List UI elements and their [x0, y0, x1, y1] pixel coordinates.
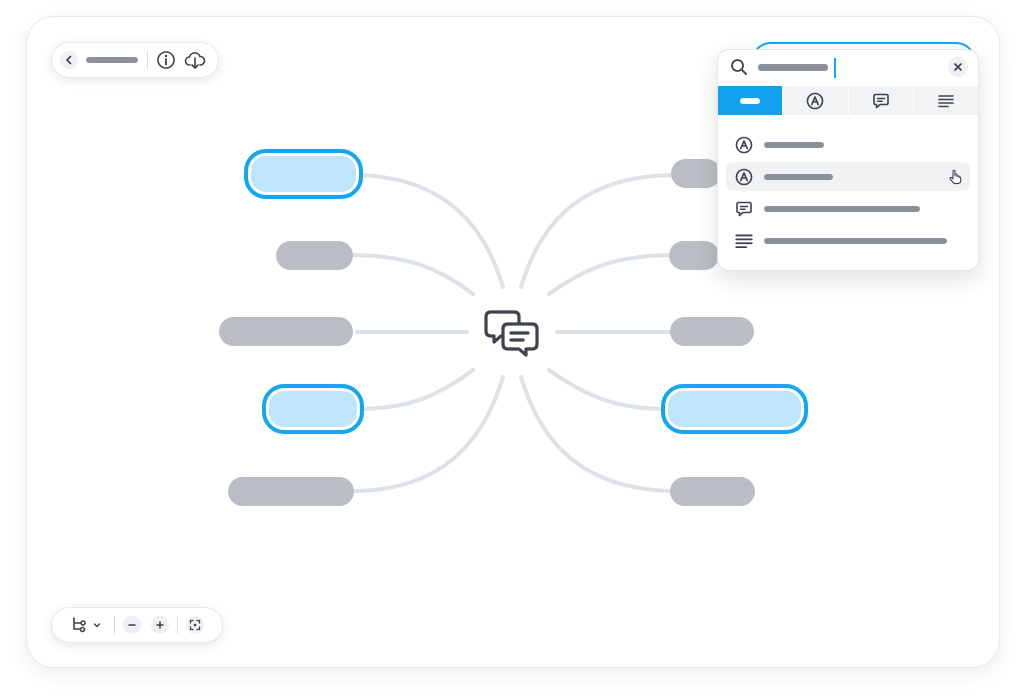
search-result[interactable] — [726, 226, 970, 255]
mindmap-connectors — [345, 173, 679, 493]
connector-left-2 — [345, 253, 475, 296]
paragraph-icon — [734, 232, 754, 250]
chat-bubbles-icon[interactable] — [481, 304, 541, 364]
top-toolbar — [51, 42, 219, 78]
hand-pointer-icon — [948, 169, 962, 190]
paragraph-icon — [938, 94, 954, 107]
layout-button[interactable] — [70, 616, 88, 634]
zoom-in-button[interactable] — [151, 616, 169, 634]
mindmap-node-right-1[interactable] — [671, 159, 721, 188]
comment-icon — [872, 93, 889, 108]
mindmap-node-right-5[interactable] — [670, 477, 755, 506]
all-icon — [740, 97, 761, 104]
search-row — [718, 50, 978, 85]
connector-right-5 — [519, 375, 679, 493]
search-query-placeholder — [758, 64, 828, 71]
mindmap-node-left-2[interactable] — [276, 241, 353, 270]
cloud-download-icon — [184, 52, 206, 69]
info-button[interactable] — [156, 50, 176, 70]
comment-icon — [734, 199, 754, 219]
connector-right-4 — [547, 368, 669, 411]
connector-left-1 — [355, 173, 505, 289]
download-button[interactable] — [184, 50, 206, 70]
mindmap-node-right-3[interactable] — [670, 317, 754, 346]
close-search-button[interactable] — [948, 57, 968, 77]
search-result[interactable] — [726, 194, 970, 223]
search-filter-tabs — [718, 86, 978, 115]
toolbar-divider — [177, 616, 178, 634]
mindmap-canvas[interactable] — [27, 17, 999, 667]
mindmap-node-left-4[interactable] — [262, 384, 364, 434]
tab-all[interactable] — [718, 86, 784, 115]
search-result[interactable] — [726, 130, 970, 159]
tree-layout-icon — [73, 617, 86, 633]
search-popup — [717, 49, 979, 271]
connector-right-2 — [547, 253, 679, 296]
bottom-toolbar — [51, 607, 223, 643]
chevron-down-icon — [93, 623, 101, 628]
mindmap-node-left-5[interactable] — [228, 477, 354, 506]
connector-right-1 — [519, 173, 679, 289]
search-result[interactable] — [726, 162, 970, 191]
mindmap-node-right-2[interactable] — [669, 241, 719, 270]
text-circle-icon — [734, 167, 754, 187]
search-results-list — [718, 130, 978, 258]
text-caret — [834, 58, 836, 78]
connector-left-4 — [355, 368, 475, 411]
app-window — [26, 16, 1000, 668]
search-input[interactable] — [756, 56, 936, 78]
result-text-placeholder — [764, 173, 833, 180]
fit-screen-icon — [189, 619, 201, 631]
plus-icon — [156, 621, 164, 629]
zoom-out-button[interactable] — [123, 616, 141, 634]
search-icon — [730, 58, 748, 76]
mindmap-node-left-1[interactable] — [244, 149, 363, 199]
document-title-placeholder — [86, 57, 138, 63]
connector-left-5 — [350, 375, 505, 493]
minus-icon — [128, 624, 136, 626]
tab-comments[interactable] — [849, 86, 914, 115]
result-text-placeholder — [764, 237, 947, 244]
close-icon — [954, 63, 962, 71]
info-circle-icon — [157, 51, 175, 69]
tab-text-nodes[interactable] — [783, 86, 849, 115]
chevron-left-icon — [66, 55, 72, 65]
mindmap-node-left-3[interactable] — [219, 317, 353, 346]
result-text-placeholder — [764, 141, 824, 148]
toolbar-divider — [147, 51, 148, 69]
back-button[interactable] — [60, 51, 78, 69]
toolbar-divider — [114, 616, 115, 634]
layout-dropdown-button[interactable] — [92, 620, 102, 630]
mindmap-node-right-4[interactable] — [661, 384, 808, 434]
text-circle-icon — [807, 92, 824, 109]
fit-screen-button[interactable] — [186, 616, 204, 634]
text-circle-icon — [734, 135, 754, 155]
tab-paragraphs[interactable] — [914, 86, 978, 115]
result-text-placeholder — [764, 205, 920, 212]
